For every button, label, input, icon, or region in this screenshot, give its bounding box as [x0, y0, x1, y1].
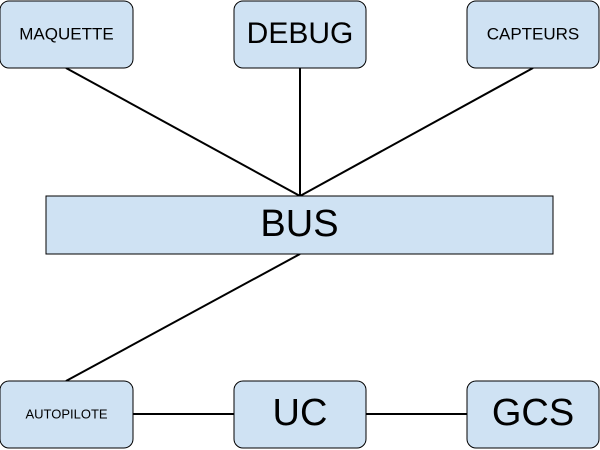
- node-maquette: MAQUETTE: [0, 0, 134, 69]
- edge-maquette-bus: [65, 67, 301, 197]
- node-gcs-label: GCS: [492, 392, 574, 434]
- connectors: [65, 67, 534, 415]
- edge-capteurs-bus: [299, 67, 534, 197]
- node-debug: DEBUG: [233, 0, 367, 69]
- node-autopilote-label: AUTOPILOTE: [25, 406, 107, 421]
- node-autopilote: AUTOPILOTE: [0, 380, 134, 449]
- node-bus: BUS: [45, 195, 554, 255]
- node-uc-label: UC: [273, 392, 328, 434]
- node-debug-label: DEBUG: [247, 17, 354, 50]
- node-gcs: GCS: [466, 380, 600, 449]
- node-capteurs-label: CAPTEURS: [487, 24, 580, 43]
- node-bus-label: BUS: [260, 203, 338, 245]
- node-uc: UC: [233, 380, 367, 449]
- edge-bus-autopilote: [65, 253, 301, 382]
- node-capteurs: CAPTEURS: [466, 0, 600, 69]
- node-maquette-label: MAQUETTE: [19, 24, 113, 43]
